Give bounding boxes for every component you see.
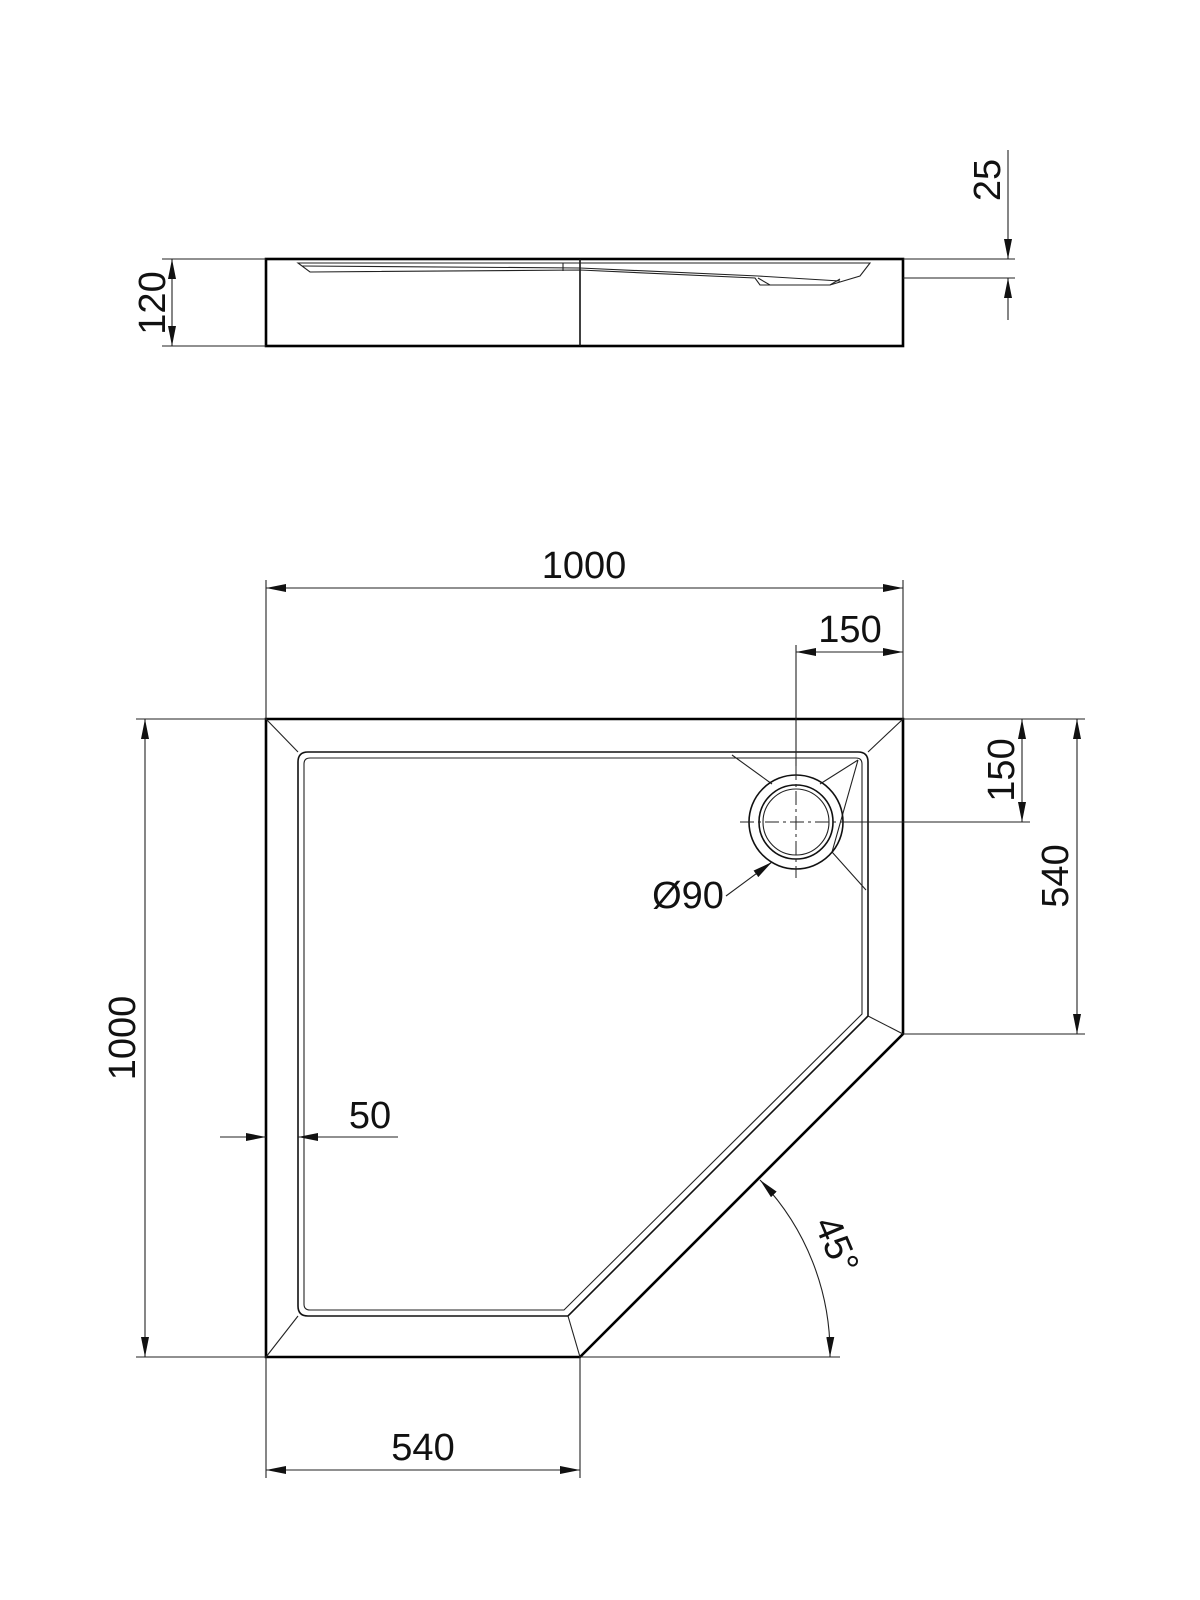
- dim-bottom-label: 540: [391, 1427, 454, 1469]
- top-view: 1000 150 1000 150 540 Ø90 50 540: [102, 545, 1085, 1478]
- dim-right-label: 540: [1035, 844, 1077, 907]
- dim-angle-label: 45°: [805, 1211, 866, 1280]
- dim-angle-arc: [759, 1179, 835, 1358]
- dim-25-label: 25: [967, 159, 1009, 201]
- drain-profile: [757, 277, 841, 286]
- dim-120-label: 120: [132, 271, 174, 334]
- drain-slope-lines: [731, 754, 867, 891]
- bevel-top-right: [867, 718, 904, 753]
- basin-slope-inner: [301, 265, 841, 282]
- tray-profile-outline: [264, 257, 905, 348]
- basin-slope: [296, 262, 872, 286]
- tray-inner-basin: [297, 751, 869, 1317]
- dim-drain-y-label: 150: [981, 738, 1023, 801]
- side-view: 120 25: [132, 150, 1015, 348]
- bevel-bottom-left: [265, 1315, 299, 1358]
- dim-rim-label: 50: [349, 1095, 391, 1137]
- bevel-bottom-right: [567, 1315, 581, 1358]
- bevel-top-left: [265, 718, 299, 753]
- dim-width-label: 1000: [542, 545, 627, 587]
- tray-inner-basin-edge: [303, 757, 863, 1311]
- dim-drain-x-label: 150: [818, 609, 881, 651]
- dim-drain-diameter-leader: [725, 861, 773, 897]
- tray-outer-outline: [264, 717, 905, 1359]
- dim-drain-diameter-label: Ø90: [652, 875, 724, 917]
- dim-depth-label: 1000: [102, 996, 144, 1081]
- bevel-right-lower: [867, 1015, 904, 1035]
